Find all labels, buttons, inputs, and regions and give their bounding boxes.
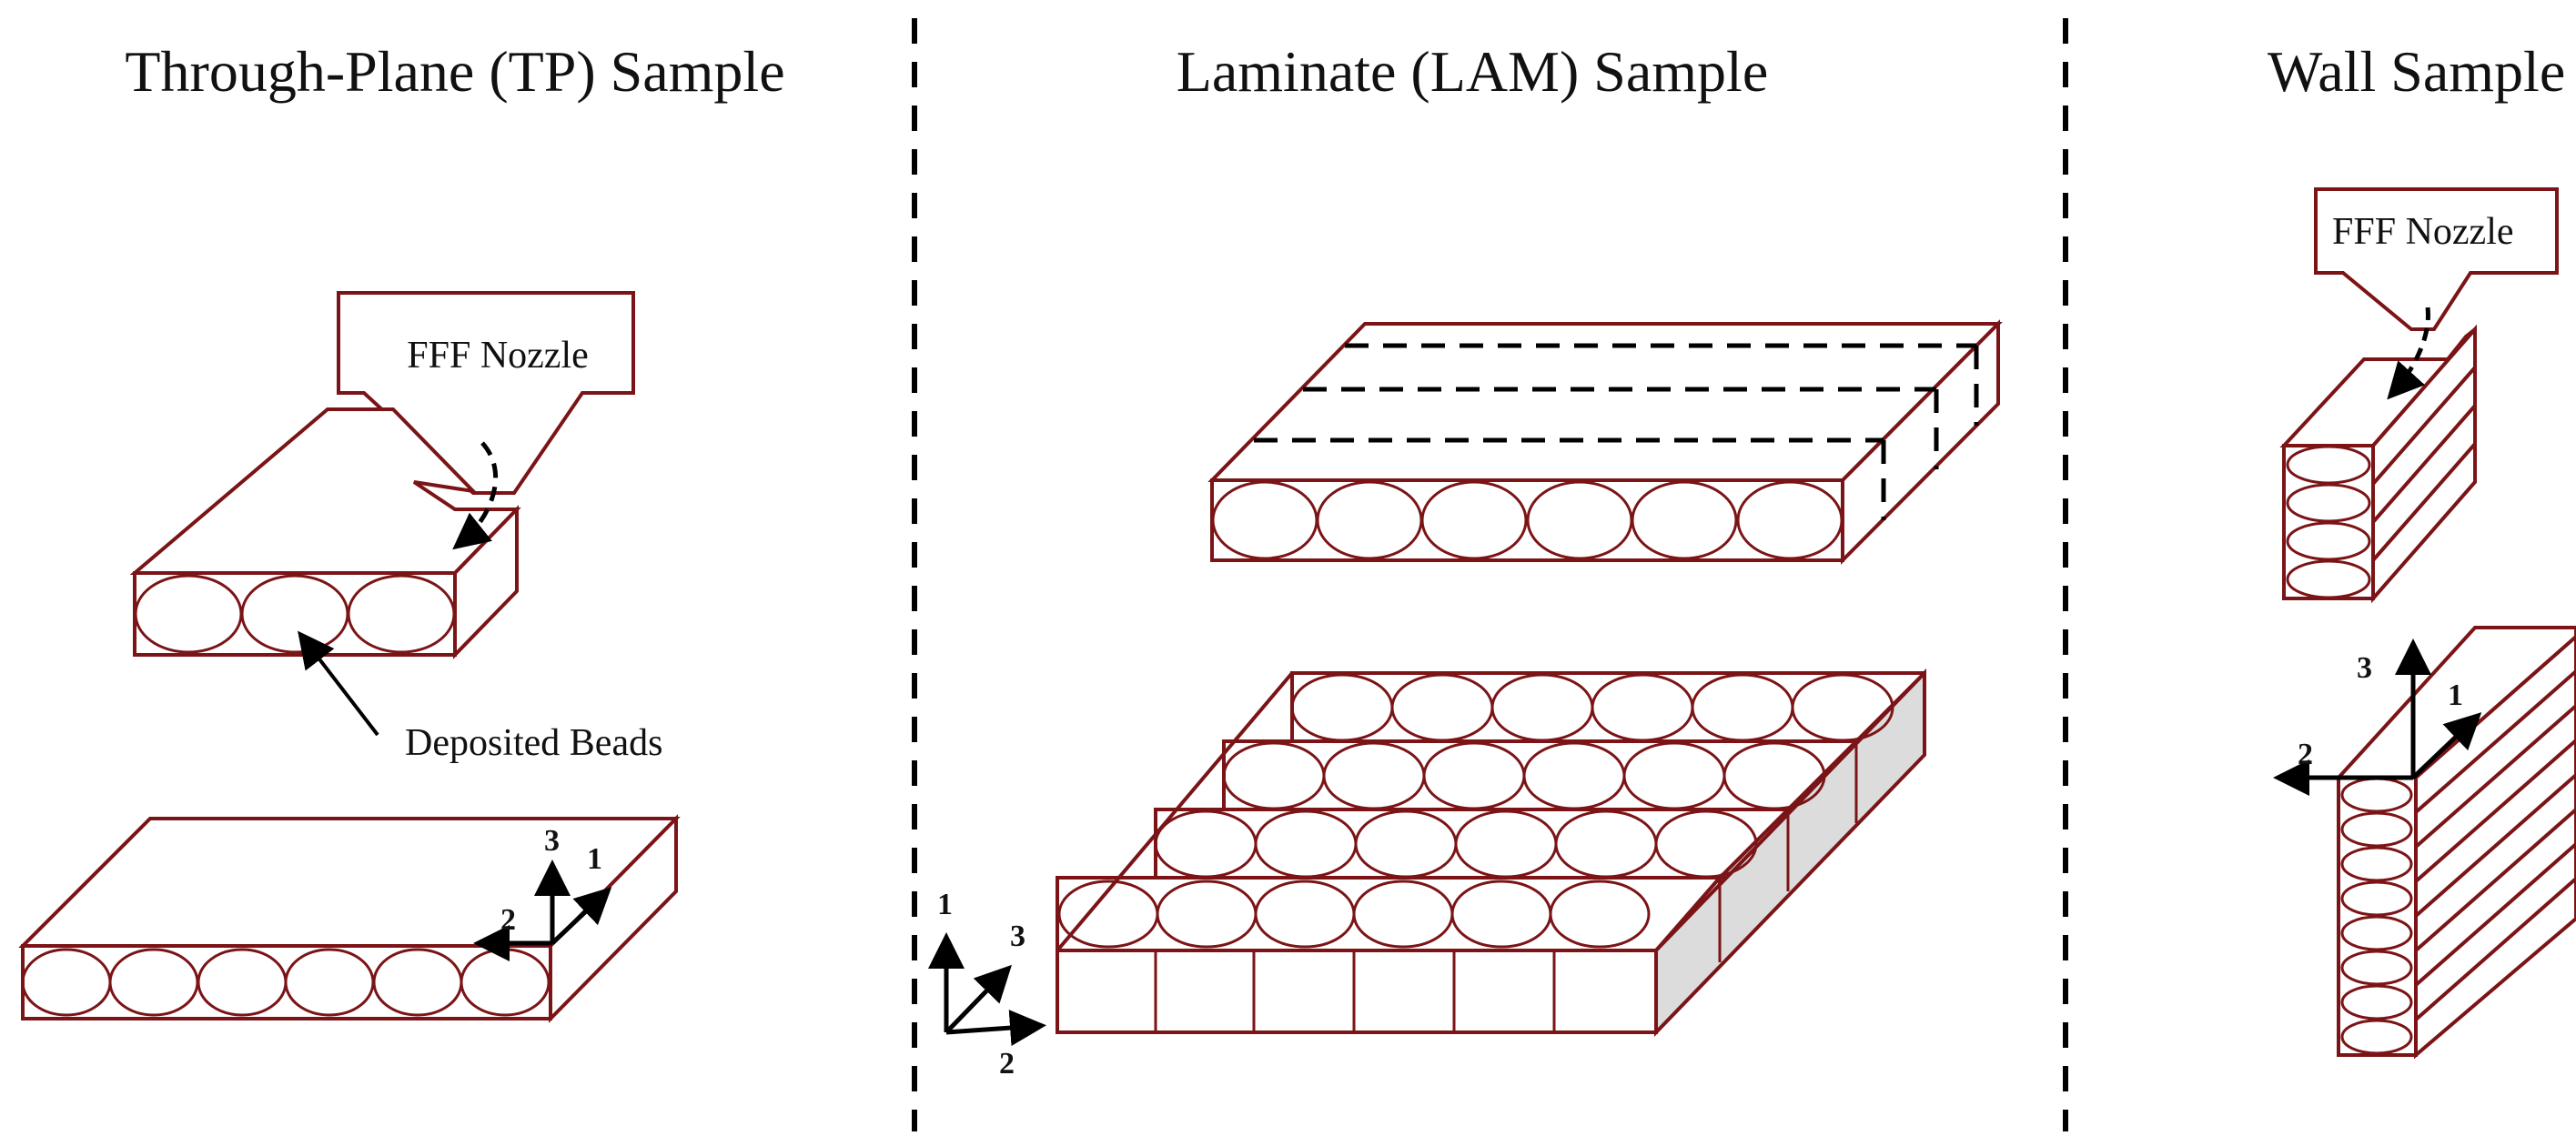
- wall-upper-beads: [2286, 445, 2371, 599]
- axis-label-2-lam: 2: [999, 1047, 1015, 1081]
- deposit-path-arrow-tp: [452, 441, 499, 550]
- fff-nozzle-wall: [2314, 187, 2559, 331]
- lam-lower-stack: [1056, 669, 1926, 1037]
- wall-lower-beads: [2340, 777, 2413, 1055]
- axis-label-2-wall: 2: [2298, 738, 2313, 771]
- axes-lam: [928, 932, 1046, 1047]
- lam-lower-row-dividers: [1154, 741, 1858, 1032]
- panel-wall: Wall Sample FFF Nozzle: [2268, 39, 2576, 1060]
- axis-label-3-tp: 3: [544, 824, 560, 858]
- tp-lower-beads: [21, 948, 551, 1017]
- lam-lower-beads: [1057, 673, 1894, 949]
- tp-upper-block: [129, 407, 521, 659]
- panel-through-plane: Through-Plane (TP) Sample FFF Nozzle Dep…: [18, 39, 785, 1023]
- axis-label-1-wall: 1: [2448, 679, 2463, 712]
- panel-title-wall: Wall Sample: [2268, 39, 2565, 104]
- wall-lower-layer-lines: [2414, 669, 2576, 1021]
- axis-label-1-tp: 1: [587, 842, 602, 876]
- axis-label-3-wall: 3: [2357, 651, 2372, 685]
- lam-hidden-layer-lines: [1254, 343, 1979, 520]
- fff-nozzle-tp: [337, 291, 635, 495]
- axis-label-2-tp: 2: [500, 903, 516, 937]
- wall-upper-layer-lines: [2371, 366, 2477, 562]
- nozzle-label-tp: FFF Nozzle: [407, 335, 589, 377]
- tp-upper-beads: [134, 574, 456, 654]
- deposited-beads-label: Deposited Beads: [405, 722, 662, 764]
- lam-upper-beads: [1211, 480, 1844, 560]
- panel-title-lam: Laminate (LAM) Sample: [1177, 39, 1768, 104]
- deposit-path-arrow-wall: [2387, 307, 2430, 400]
- panel-laminate: Laminate (LAM) Sample: [928, 39, 2003, 1081]
- panel-title-tp: Through-Plane (TP) Sample: [125, 39, 784, 104]
- deposited-beads-pointer: [298, 630, 379, 737]
- axes-wall: [2273, 638, 2482, 796]
- nozzle-label-wall: FFF Nozzle: [2332, 211, 2514, 253]
- axis-label-3-lam: 3: [1010, 920, 1025, 953]
- axes-tp: [473, 860, 612, 961]
- axis-label-1-lam: 1: [937, 888, 953, 921]
